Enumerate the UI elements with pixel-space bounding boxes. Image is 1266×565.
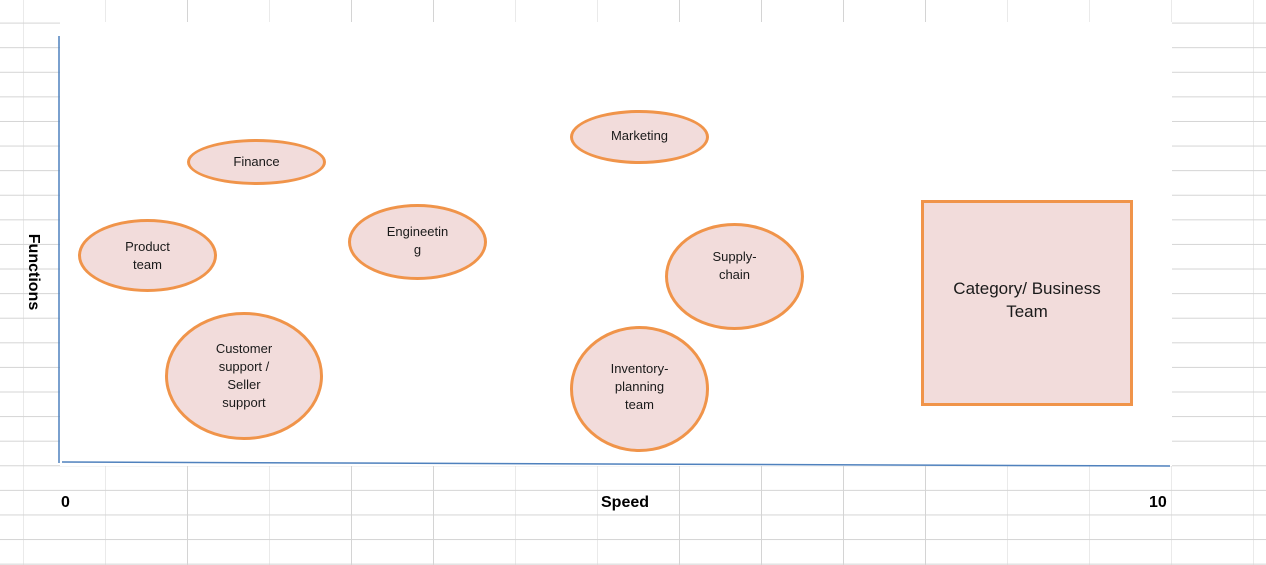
node-engineering-label: Engineetin g	[386, 224, 449, 257]
node-finance-label: Finance	[233, 154, 280, 169]
legend-box-label: Category/ Business Team	[953, 279, 1101, 321]
node-inventory-planning-label: Inventory- planning team	[610, 361, 669, 412]
x-axis-max-label: 10	[1149, 494, 1167, 511]
node-engineering[interactable]: Engineetin g	[348, 204, 487, 280]
node-inventory-planning[interactable]: Inventory- planning team	[570, 326, 709, 452]
x-axis-min-label: 0	[61, 494, 70, 511]
y-axis-title: Functions	[25, 233, 42, 311]
node-product-team[interactable]: Product team	[78, 219, 217, 292]
x-axis-title: Speed	[601, 494, 650, 511]
x-axis-line	[61, 461, 1171, 467]
legend-box[interactable]: Category/ Business Team	[921, 200, 1133, 406]
node-marketing[interactable]: Marketing	[570, 110, 709, 164]
node-product-team-label: Product team	[125, 238, 170, 272]
node-customer-support[interactable]: Customer support / Seller support	[165, 312, 323, 440]
node-supply-chain-label: Supply- chain	[712, 248, 757, 282]
node-customer-support-label: Customer support / Seller support	[215, 341, 273, 410]
node-finance[interactable]: Finance	[187, 139, 326, 185]
node-marketing-label: Marketing	[610, 128, 669, 143]
node-supply-chain[interactable]: Supply- chain	[665, 223, 804, 330]
